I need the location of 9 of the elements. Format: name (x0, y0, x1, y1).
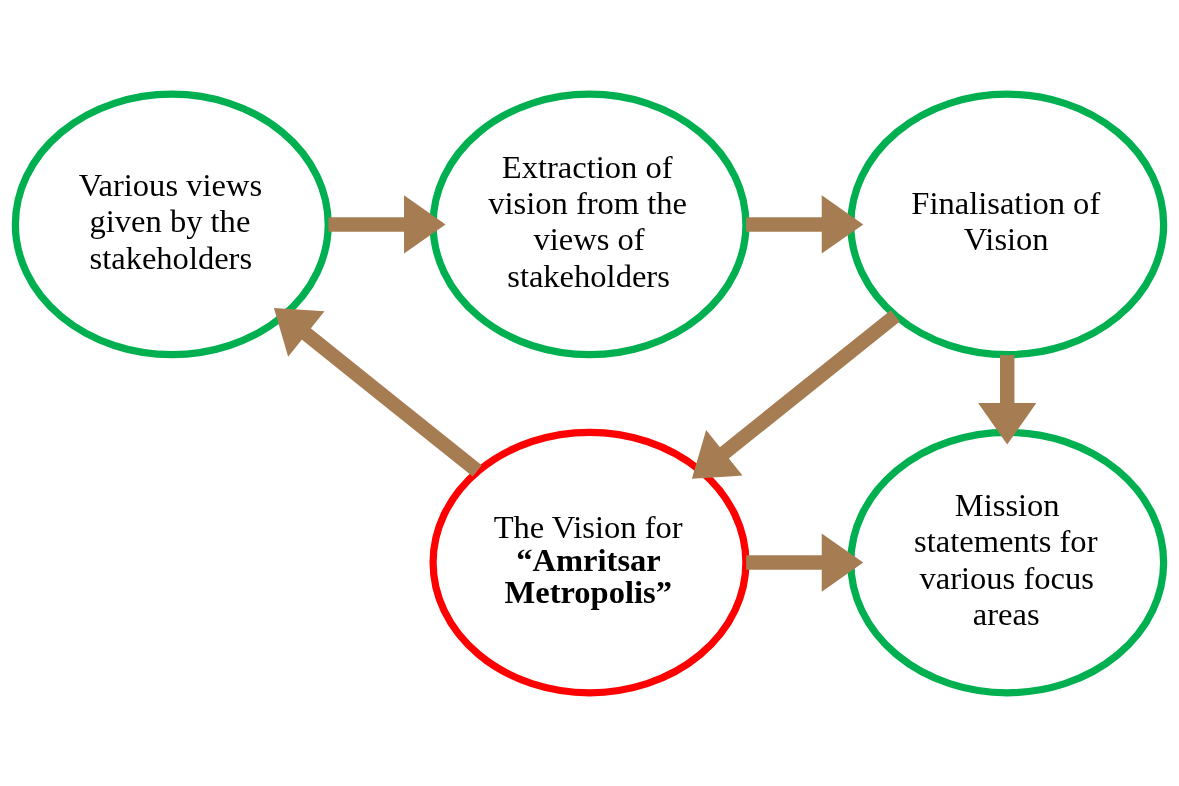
arrow (328, 194, 446, 253)
node-ellipse: Extraction of vision from the views of stakeholders (429, 90, 750, 358)
node-ellipse: Finalisation of Vision (847, 90, 1168, 358)
arrow (746, 533, 864, 592)
arrow (978, 354, 1037, 445)
arrow (691, 309, 900, 479)
arrow (273, 307, 482, 477)
arrow (746, 194, 864, 253)
node-ellipse: Mission statements for various focus areas (847, 428, 1168, 696)
